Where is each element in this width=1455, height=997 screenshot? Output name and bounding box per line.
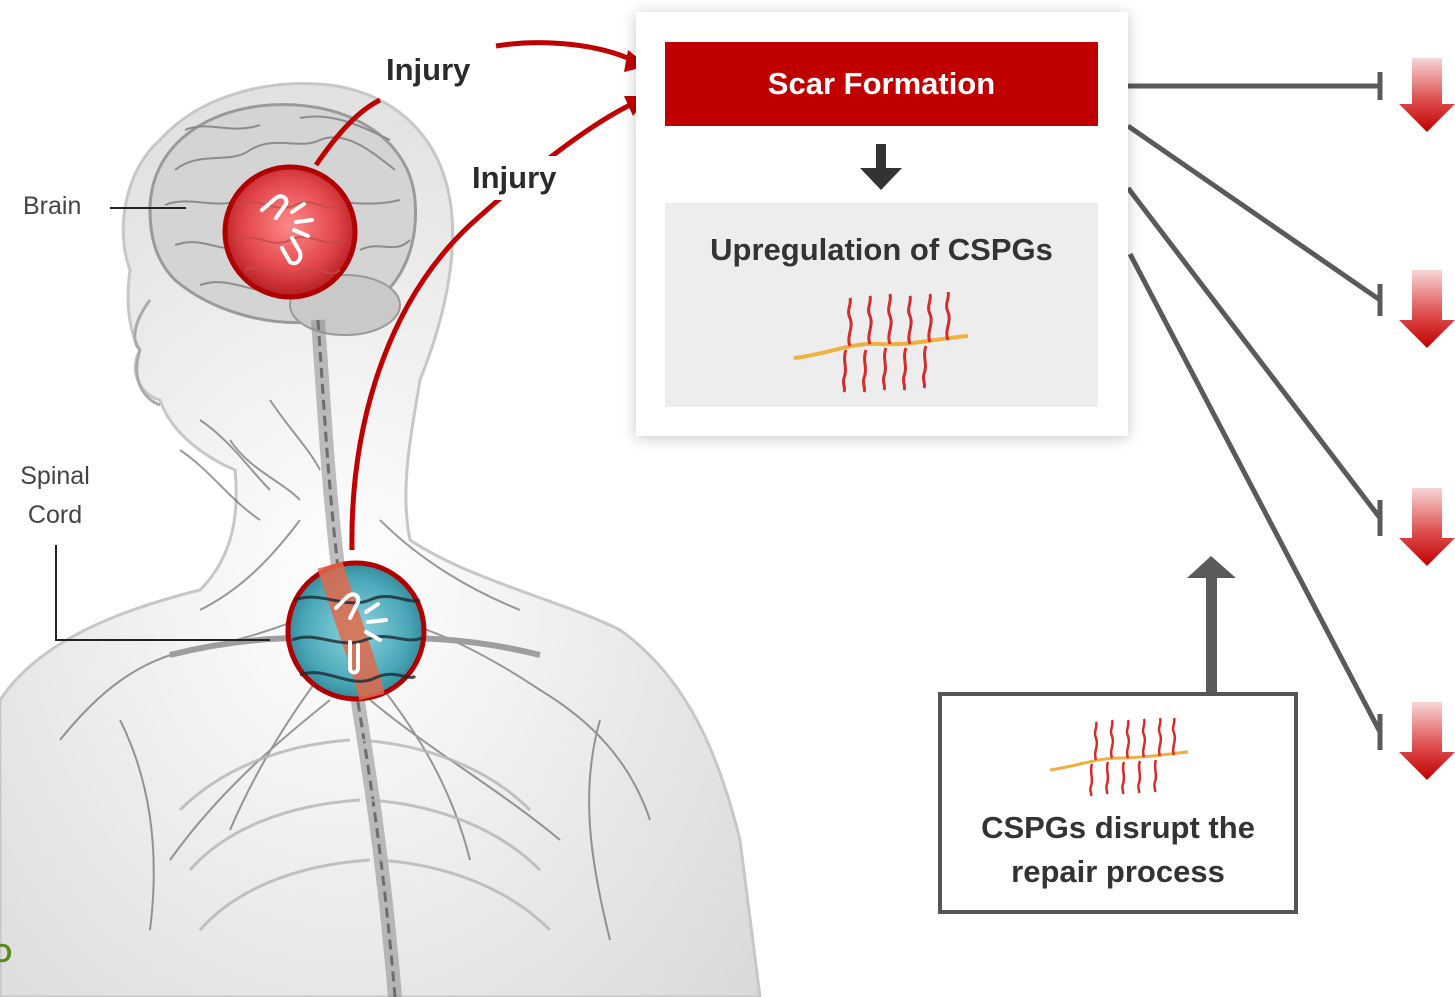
scar-formation-box: Scar Formation	[665, 42, 1098, 126]
spinal-cord-label-line2: Cord	[14, 501, 96, 530]
cspg-disrupt-line2: repair process	[942, 850, 1294, 894]
cspg-molecule-icon	[790, 292, 972, 394]
red-down-arrow-icon	[1399, 702, 1455, 780]
red-down-arrows	[1399, 58, 1455, 780]
cspg-upregulation-label: Upregulation of CSPGs	[665, 232, 1098, 268]
connector-2	[1128, 126, 1380, 300]
spinal-cord-label-line1: Spinal	[14, 462, 96, 491]
inhibition-connectors	[1128, 72, 1380, 750]
cspg-disrupt-line1: CSPGs disrupt the	[942, 806, 1294, 850]
up-arrow	[1187, 556, 1236, 692]
spinal-injury-circle	[288, 563, 424, 699]
down-arrow-icon	[858, 144, 904, 192]
connector-3	[1128, 188, 1380, 518]
red-down-arrow-icon	[1399, 488, 1455, 566]
red-down-arrow-icon	[1399, 270, 1455, 348]
cspg-molecule-icon	[1046, 718, 1192, 796]
injury-label-spinal: Injury	[460, 156, 568, 200]
brain-label: Brain	[23, 192, 81, 221]
logo-fragment: O	[0, 938, 12, 969]
brain-injury-circle	[225, 167, 355, 297]
injury-arrow-top	[496, 43, 632, 60]
red-down-arrow-icon	[1399, 58, 1455, 132]
connector-4	[1130, 254, 1380, 732]
injury-label-brain: Injury	[374, 48, 482, 92]
scar-formation-label: Scar Formation	[768, 66, 995, 102]
cspg-disrupt-label: CSPGs disrupt the repair process	[942, 806, 1294, 894]
